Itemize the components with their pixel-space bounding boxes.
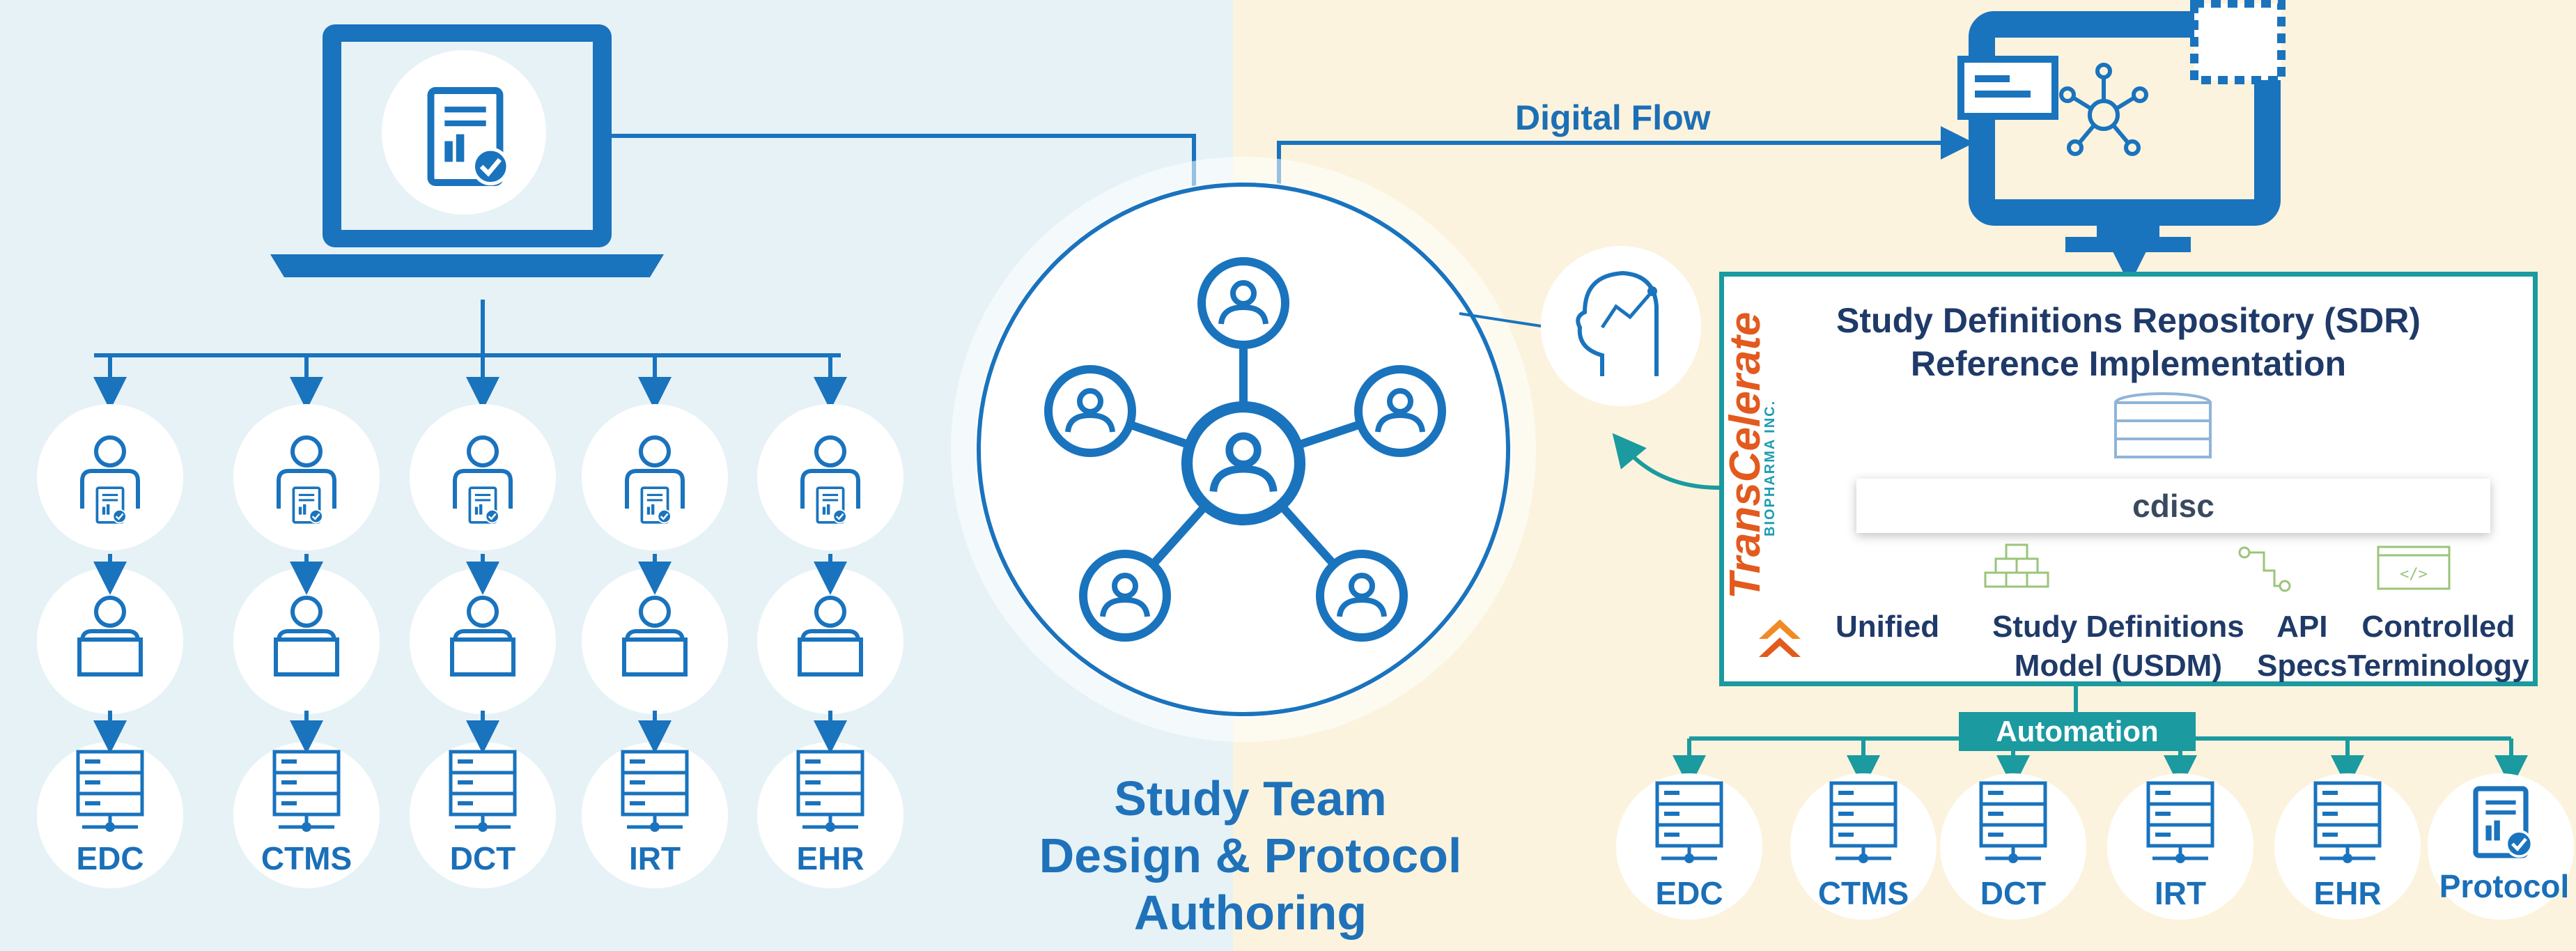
feature-api-specs: API Specs	[2257, 610, 2348, 683]
left-system-label: CTMS	[261, 840, 352, 876]
right-column-protocol	[2428, 739, 2574, 920]
left-column-edc	[37, 355, 183, 888]
blocks-icon	[1984, 543, 2049, 588]
right-system-label: EHR	[2313, 875, 2382, 911]
right-column-ehr	[2274, 739, 2421, 920]
automation-label: Automation	[1959, 712, 2196, 751]
left-columns	[37, 355, 903, 888]
svg-text:</>: </>	[2400, 566, 2428, 583]
feature-controlled-terminology: Controlled Terminology	[2348, 610, 2529, 683]
ai-connector	[1459, 312, 1542, 327]
left-system-label: EHR	[796, 840, 864, 876]
left-system-label: IRT	[628, 840, 681, 876]
laptop-icon	[622, 637, 688, 676]
left-column-ctms	[233, 355, 380, 888]
document-icon	[95, 486, 127, 525]
right-system-label: Protocol	[2439, 868, 2570, 904]
document-icon	[292, 486, 324, 525]
code-window-icon: </>	[2377, 546, 2451, 590]
right-system-label: DCT	[1980, 875, 2047, 911]
laptop-connector	[612, 134, 1196, 195]
right-system-label: CTMS	[1817, 875, 1909, 911]
hub-icon	[2059, 63, 2148, 156]
feature-unified: Unified	[1836, 610, 1940, 644]
right-system-label: EDC	[1655, 875, 1723, 911]
right-columns	[1616, 739, 2574, 920]
left-system-label: EDC	[76, 840, 144, 876]
api-flow-icon	[2238, 546, 2291, 592]
digital-flow-arrow	[1277, 126, 1974, 195]
monitor-icon	[1957, 0, 2286, 252]
feedback-arrow	[1612, 433, 1720, 490]
ai-head-icon	[1541, 246, 1701, 406]
left-column-irt	[582, 355, 728, 888]
center-title-line3: Authoring	[1133, 886, 1367, 940]
left-column-ehr	[757, 355, 903, 888]
right-system-label: IRT	[2154, 875, 2207, 911]
center-title-line2: Design & Protocol	[1039, 828, 1462, 883]
laptop-icon	[450, 637, 515, 676]
feature-usdm: Study Definitions Model (USDM)	[1992, 610, 2244, 683]
laptop-icon	[798, 637, 863, 676]
center-title-line1: Study Team	[1114, 771, 1387, 826]
left-column-dct	[410, 355, 556, 888]
sdr-title-line1: Study Definitions Repository (SDR)	[1836, 301, 2421, 340]
cdisc-logo-bar: cdisc	[1856, 479, 2490, 533]
document-icon	[640, 486, 672, 525]
document-icon	[816, 486, 848, 525]
right-column-edc	[1616, 739, 1762, 920]
brand-sub: BIOPHARMA INC.	[1762, 399, 1778, 536]
laptop-icon	[77, 637, 143, 676]
digital-flow-label: Digital Flow	[1515, 98, 1711, 137]
database-icon	[2114, 392, 2212, 458]
sdr-box: Study Definitions Repository (SDR) Refer…	[1719, 272, 2538, 686]
sdr-title-line2: Reference Implementation	[1910, 344, 2347, 383]
left-tree-connectors	[94, 300, 841, 357]
protocol-document-icon	[2476, 789, 2531, 856]
sdr-title: Study Definitions Repository (SDR) Refer…	[1724, 299, 2533, 385]
document-icon	[468, 486, 500, 525]
right-column-ctms	[1790, 739, 1937, 920]
transcelerate-chevron-icon	[1759, 619, 1801, 657]
transcelerate-logo: TransCelerate BIOPHARMA INC.	[1721, 312, 1778, 599]
left-system-label: DCT	[449, 840, 516, 876]
laptop-icon	[274, 637, 339, 676]
center-title: Study Team Design & Protocol Authoring	[1039, 770, 1462, 941]
laptop-icon	[270, 24, 664, 277]
